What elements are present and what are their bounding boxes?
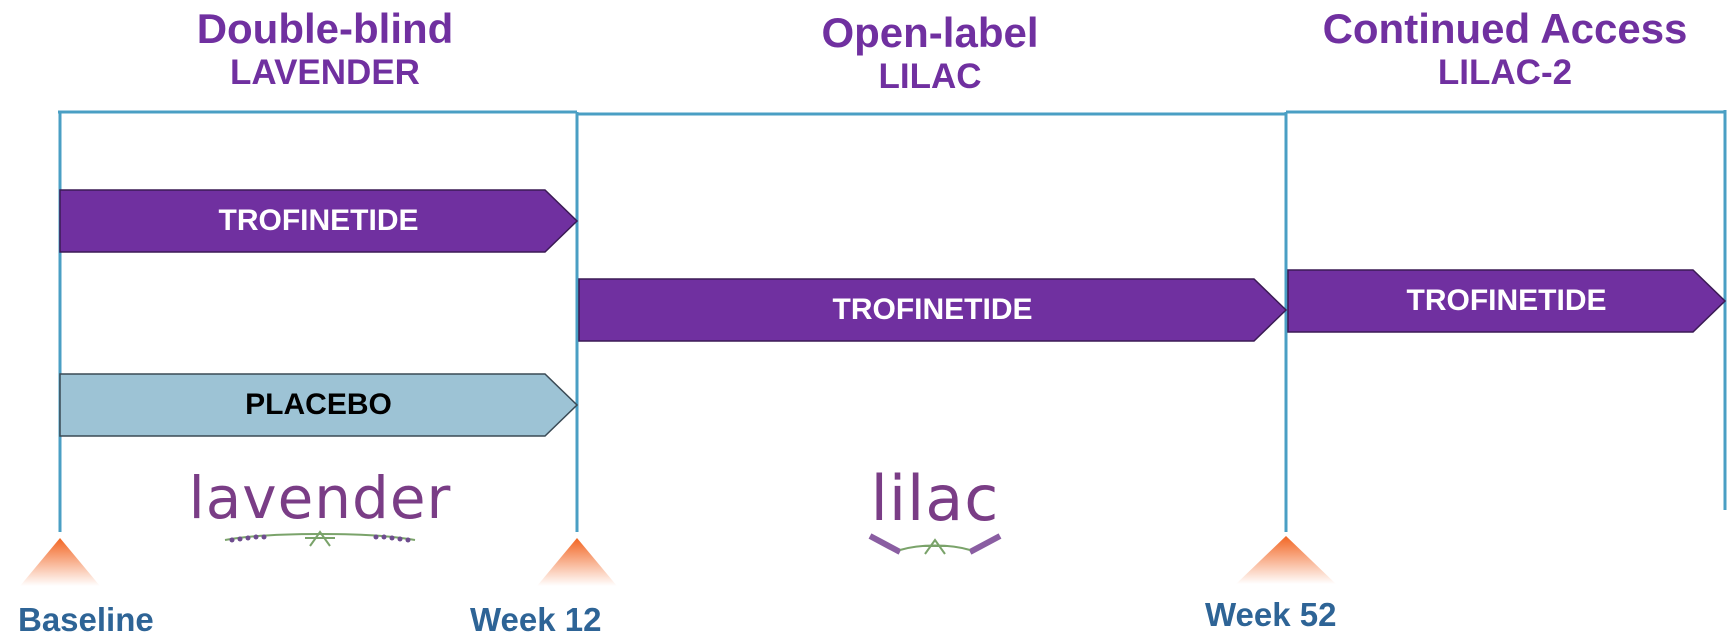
phase-title-continued-access: Continued Access LILAC-2 [1290, 5, 1720, 94]
study-name: LILAC-2 [1437, 53, 1573, 93]
lavender-logo: lavender [185, 468, 455, 557]
logo-word: lavender [188, 464, 452, 532]
milestone-baseline: Baseline [18, 601, 154, 638]
milestone-week-52: Week 52 [1205, 596, 1337, 633]
phase-name: Continued Access [1322, 5, 1688, 52]
marker-week-12 [537, 538, 617, 586]
phase-title-double-blind: Double-blind LAVENDER [160, 5, 490, 94]
marker-week-52 [1236, 536, 1336, 584]
study-name: LILAC [878, 57, 982, 97]
lilac-logo: lilac [850, 468, 1020, 563]
phase-name: Double-blind [196, 5, 454, 52]
milestone-week-12: Week 12 [470, 601, 602, 638]
logo-word: lilac [870, 462, 1000, 535]
marker-baseline [20, 538, 100, 586]
phase-title-open-label: Open-label LILAC [765, 9, 1095, 98]
phase-name: Open-label [821, 9, 1039, 56]
study-name: LAVENDER [230, 53, 420, 93]
